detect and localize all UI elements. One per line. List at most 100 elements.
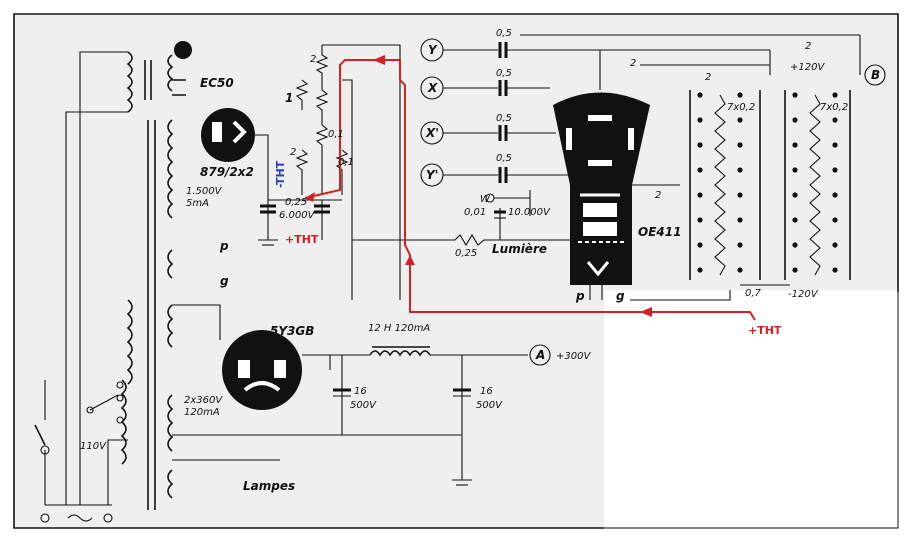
tube-879: [201, 108, 269, 200]
ladder-tap-dot: [737, 192, 743, 198]
ladder-left: [689, 90, 761, 280]
ac-symbol: [67, 514, 93, 522]
label-tube-p: p: [575, 289, 585, 303]
ladder-tap-dot: [832, 92, 838, 98]
ladder-tap-dot: [832, 217, 838, 223]
label-7x02-left: 7x0,2: [727, 102, 755, 113]
ladder-tap-dot: [792, 117, 798, 123]
label-r2a: 2: [310, 54, 316, 65]
label-y: Y: [428, 43, 438, 57]
annotation-plus-tht-left: +THT: [285, 233, 319, 246]
ladder-tap-dot: [832, 242, 838, 248]
mains-terminal-right: [103, 513, 113, 523]
ammeter-a: [529, 344, 551, 366]
ladder-tap-dot: [792, 142, 798, 148]
ladder-tap-dot: [697, 117, 703, 123]
ladder-tap-dot: [832, 192, 838, 198]
ladder-tap-dot: [737, 267, 743, 273]
label-7x02-right: 7x0,2: [820, 102, 848, 113]
tht-arrow-right: [640, 307, 652, 317]
label-500va: 500V: [350, 400, 377, 411]
frame-border: [13, 13, 899, 529]
label-r2d: 2: [705, 72, 711, 83]
ladder-tap-dot: [792, 167, 798, 173]
input-y-prime: [420, 163, 570, 187]
ladder-tap-dot: [792, 242, 798, 248]
crt-oe411: [553, 92, 650, 300]
label-r2c: 2: [630, 58, 636, 69]
ladder-tap-dot: [737, 217, 743, 223]
ladder-tap-dot: [697, 92, 703, 98]
label-c16a: 16: [354, 386, 367, 397]
label-b: B: [871, 68, 880, 82]
deflection-inputs: [420, 34, 886, 187]
ladder-tap-dot: [697, 267, 703, 273]
label-2x360v: 2x360V: [184, 395, 223, 406]
ladder-tap-dot: [697, 167, 703, 173]
label-c10000: 10.000V: [508, 207, 551, 218]
ladder-tap-dot: [737, 242, 743, 248]
ladder-tap-dot: [792, 92, 798, 98]
tht-arrow-top: [373, 55, 385, 65]
label-r01a: 0,1: [328, 129, 344, 140]
label-c05a: 0,5: [496, 28, 512, 39]
label-r025: 0,25: [455, 248, 477, 259]
power-filter: [172, 344, 551, 486]
ladder-tap-dot: [832, 117, 838, 123]
ladder-tap-dot: [697, 142, 703, 148]
label-c6000: 6.000V: [279, 210, 316, 221]
label-r1: 1: [285, 91, 293, 105]
input-x: [420, 76, 550, 100]
label-ec50: EC50: [200, 76, 234, 90]
ladder-tap-dot: [832, 167, 838, 173]
power-transformer: [45, 51, 174, 510]
annotation-plus-tht-right: +THT: [748, 324, 782, 337]
ladder-tap-dot: [737, 117, 743, 123]
label-p: p: [219, 239, 229, 253]
label-300v: +300V: [556, 351, 591, 362]
label-r01b: 0,1: [338, 157, 354, 168]
label-g: g: [220, 274, 229, 288]
label-c05b: 0,5: [496, 68, 512, 79]
ladder-tap-dot: [737, 92, 743, 98]
label-choke: 12 H 120mA: [368, 323, 430, 334]
ec50-tube: [172, 41, 192, 96]
label-r2e: 2: [805, 41, 811, 52]
label-120ma: 120mA: [184, 407, 220, 418]
input-y: [420, 38, 600, 62]
label-lampes: Lampes: [243, 479, 295, 493]
label-r07: 0,7: [745, 288, 762, 299]
label-oe411: OE411: [638, 225, 681, 239]
label-c05d: 0,5: [496, 153, 512, 164]
ladder-tap-dot: [832, 142, 838, 148]
label-1500v: 1.500V: [186, 186, 223, 197]
label-c025: 0,25: [285, 197, 307, 208]
ladder-tap-dot: [697, 217, 703, 223]
ladder-right: [784, 90, 851, 280]
voltage-divider: [268, 44, 401, 300]
ladder-tap-dot: [792, 217, 798, 223]
tht-arrow-left: [305, 192, 315, 202]
label-c05c: 0,5: [496, 113, 512, 124]
label-r2f: 2: [655, 190, 661, 201]
mains-terminal-left: [40, 513, 50, 523]
label-120v-plus: +120V: [790, 62, 825, 73]
ladder-tap-dot: [737, 167, 743, 173]
label-120v-minus: -120V: [788, 289, 819, 300]
ladder-tap-dot: [697, 192, 703, 198]
tube-5y3gb: [172, 304, 331, 410]
label-w: W: [480, 194, 491, 205]
ladder-tap-dot: [792, 192, 798, 198]
input-x-prime: [420, 121, 556, 145]
label-5y3gb: 5Y3GB: [270, 324, 314, 338]
tht-arrow-mid: [405, 255, 415, 265]
frame-border-right: [604, 292, 899, 529]
capacitors-025: [258, 200, 330, 246]
ladder-taps: [697, 92, 838, 273]
label-c16b: 16: [480, 386, 493, 397]
ladder-tap-dot: [737, 142, 743, 148]
label-x-prime: X': [425, 126, 439, 140]
label-r2b: 2: [290, 147, 296, 158]
ladder-tap-dot: [792, 267, 798, 273]
